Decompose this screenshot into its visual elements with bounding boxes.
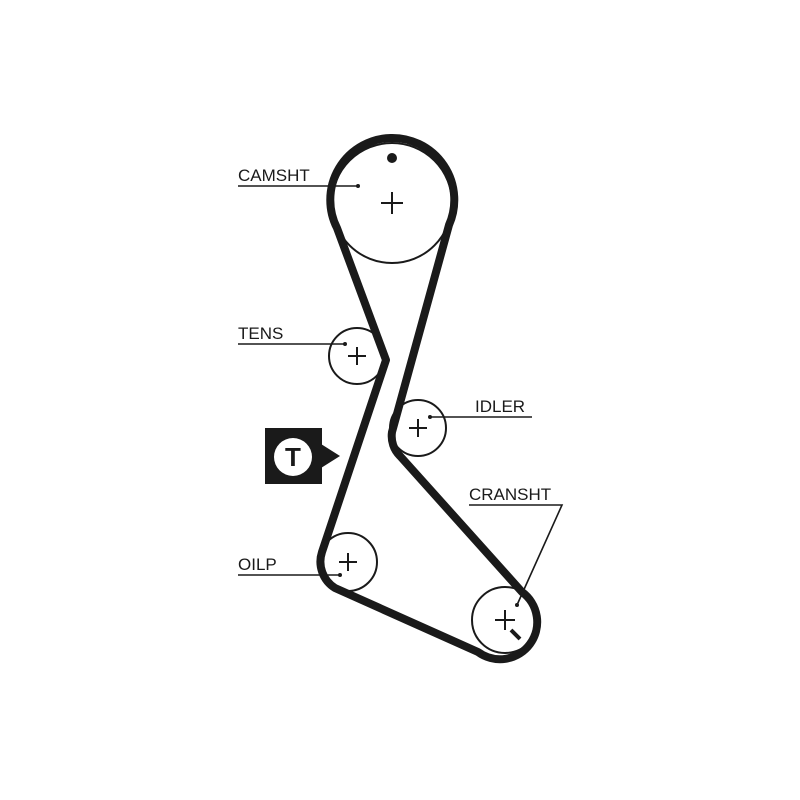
- tension-badge-letter: T: [285, 442, 301, 472]
- camshaft-label: CAMSHT: [238, 166, 310, 185]
- crankshaft-timing-mark: [509, 628, 522, 641]
- leader-dot: [356, 184, 360, 188]
- oil-pump-label: OILP: [238, 555, 277, 574]
- crankshaft-label: CRANSHT: [469, 485, 551, 504]
- leader-dot: [428, 415, 432, 419]
- leader-dot: [338, 573, 342, 577]
- tension-badge: T: [265, 428, 340, 484]
- leader-lines: [238, 185, 564, 606]
- tensioner-label: TENS: [238, 324, 283, 343]
- timing-belt: [316, 133, 542, 664]
- camshaft-timing-dot: [387, 153, 397, 163]
- center-marks: [339, 192, 515, 630]
- leader-dot: [343, 342, 347, 346]
- idler-label: IDLER: [475, 397, 525, 416]
- leader-dot: [515, 603, 519, 607]
